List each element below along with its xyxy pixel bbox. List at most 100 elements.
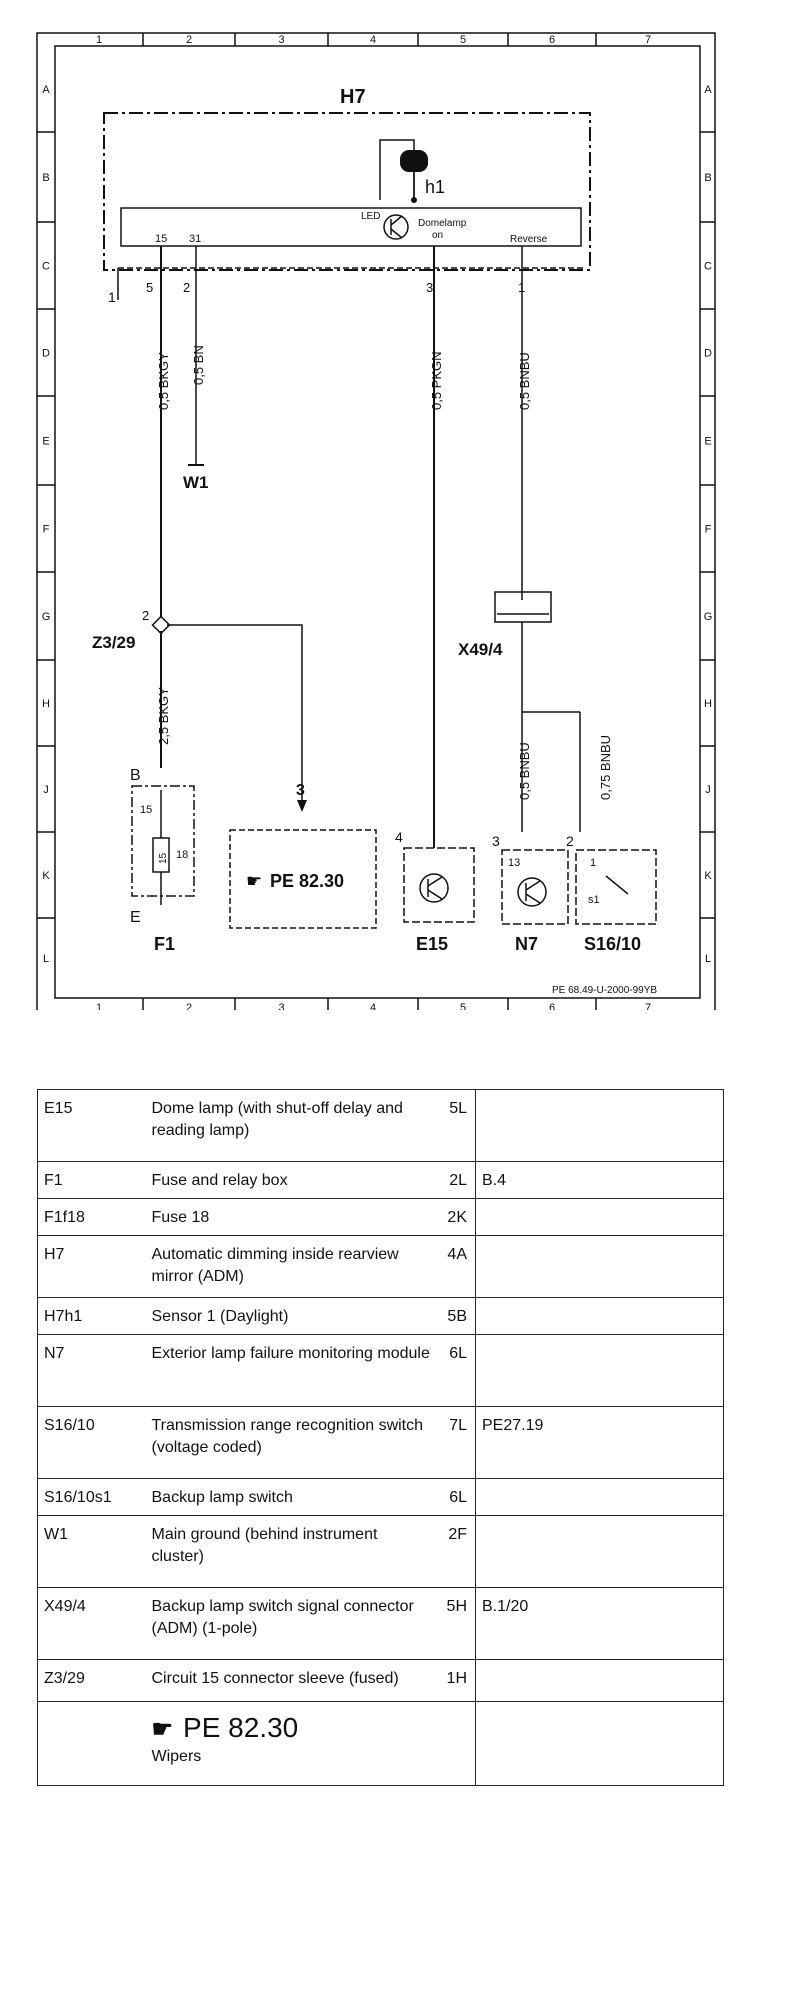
legend-reference: B.4: [475, 1161, 724, 1199]
h1-sensor-icon: [400, 150, 428, 172]
pe-pin3-label: 3: [296, 782, 305, 799]
row-label-left: D: [42, 348, 50, 360]
legend-reference: [475, 1297, 724, 1335]
x49-4-label: X49/4: [458, 640, 503, 659]
h7-boundary: [103, 112, 591, 271]
wire-w6-label: 0,5 BNBU: [517, 742, 532, 800]
f1-15a-label: 15: [140, 804, 152, 816]
row-label-right: E: [704, 436, 711, 448]
f1-18-label: 18: [176, 849, 188, 861]
f1-b-label: B: [130, 767, 141, 784]
led-transistor-icon: [383, 214, 409, 240]
row-label-right: H: [704, 698, 712, 710]
domelamp-label: Domelamp: [418, 218, 467, 229]
legend-location: 5H: [439, 1587, 476, 1660]
row-label-left: A: [42, 84, 50, 96]
wire-w4-label: 0,5 BNBU: [517, 352, 532, 410]
led-label: LED: [361, 211, 380, 222]
e15-label: E15: [416, 934, 448, 954]
frame-inner: [54, 45, 701, 999]
legend-description: Dome lamp (with shut-off delay and readi…: [145, 1089, 440, 1162]
pe-82-30-ref-box: [229, 829, 377, 929]
legend-code: F1f18: [37, 1198, 146, 1236]
legend-location: 2K: [439, 1198, 476, 1236]
row-label-right: D: [704, 348, 712, 360]
pin2-label: 2: [183, 280, 190, 295]
switch-contact-icon: [605, 875, 629, 895]
row-label-left: B: [42, 172, 49, 184]
row-label-left: E: [42, 436, 49, 448]
legend-code: N7: [37, 1334, 146, 1407]
row-label-right: J: [705, 784, 711, 796]
legend-location: 4A: [439, 1235, 476, 1298]
legend-location: 2L: [439, 1161, 476, 1199]
row-label-right: B: [704, 172, 711, 184]
s16-10-switch-box: [575, 849, 657, 925]
legend-description: Transmission range recognition switch (v…: [145, 1406, 440, 1479]
legend-location: [439, 1701, 476, 1786]
legend-reference: B.1/20: [475, 1587, 724, 1660]
legend-description: Circuit 15 connector sleeve (fused): [145, 1659, 440, 1702]
legend-location: 7L: [439, 1406, 476, 1479]
col-label-bottom: 5: [460, 1002, 466, 1010]
z3-29-splice-icon: [151, 615, 171, 635]
n7-module-box: [501, 849, 569, 925]
legend-description: Automatic dimming inside rearview mirror…: [145, 1235, 440, 1298]
col-label-bottom: 3: [278, 1002, 284, 1010]
h7-label: H7: [340, 86, 366, 108]
pin31-label: 31: [189, 233, 201, 245]
row-label-left: F: [43, 524, 50, 536]
row-label-left: H: [42, 698, 50, 710]
legend-reference: [475, 1089, 724, 1162]
col-label-top: 6: [549, 34, 555, 46]
legend-reference: [475, 1701, 724, 1786]
pin5-label: 5: [146, 280, 153, 295]
f1-15b-label: 15: [158, 852, 169, 864]
row-label-left: J: [43, 784, 49, 796]
legend-reference: [475, 1334, 724, 1407]
domelamp-on-label: on: [432, 230, 443, 241]
row-ticks: [37, 131, 715, 919]
z3-29-pin2-label: 2: [142, 608, 149, 623]
col-label-top: 5: [460, 34, 466, 46]
row-label-right: L: [705, 953, 711, 965]
col-label-top: 1: [96, 34, 102, 46]
s16-10-pin2-label: 2: [566, 833, 574, 849]
col-label-top: 4: [370, 34, 376, 46]
n7-pin3-label: 3: [492, 833, 500, 849]
col-label-bottom: 6: [549, 1002, 555, 1010]
pin3-label: 3: [426, 280, 433, 295]
legend-code: E15: [37, 1089, 146, 1162]
legend-reference: PE27.19: [475, 1406, 724, 1479]
col-label-bottom: 1: [96, 1002, 102, 1010]
n7-13-label: 13: [508, 857, 520, 869]
col-label-bottom: 7: [645, 1002, 651, 1010]
row-label-left: G: [42, 611, 51, 623]
wire-w5-label: 2,5 BKGY: [156, 687, 171, 745]
e15-transistor-icon: [419, 873, 449, 903]
f1-e-label: E: [130, 909, 141, 926]
legend-description: Main ground (behind instrument cluster): [145, 1515, 440, 1588]
row-label-left: K: [42, 870, 50, 882]
row-label-right: K: [704, 870, 712, 882]
wire-w1-label: 0,5 BKGY: [156, 352, 171, 410]
f1-label: F1: [154, 934, 175, 954]
legend-location: 5L: [439, 1089, 476, 1162]
pe-82-30-label: PE 82.30: [270, 871, 344, 891]
col-label-bottom: 2: [186, 1002, 192, 1010]
legend-code: X49/4: [37, 1587, 146, 1660]
x49-4-connector: [494, 591, 552, 623]
legend-description: Backup lamp switch: [145, 1478, 440, 1516]
